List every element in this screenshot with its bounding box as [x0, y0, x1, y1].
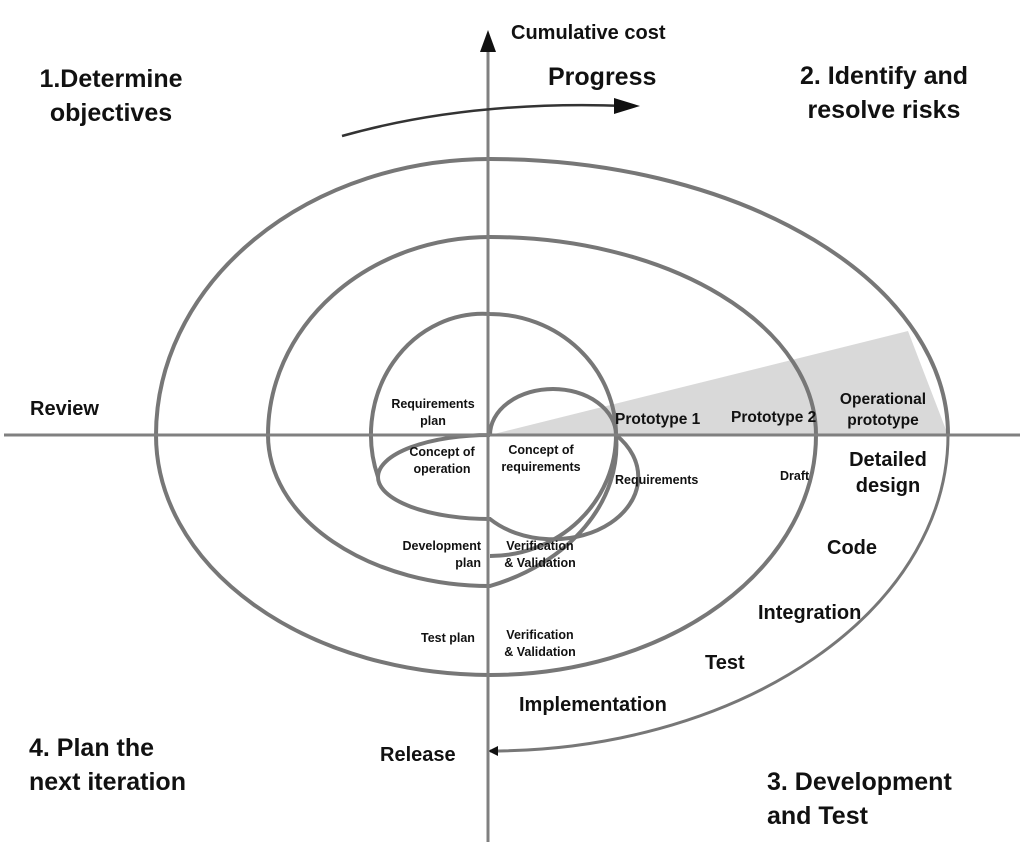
spiral-loop-2b — [153, 156, 950, 678]
quadrant-1-title: 1.Determine objectives — [39, 65, 183, 127]
progress-arrowhead — [614, 98, 640, 114]
requirements-plan-label: Requirements plan — [391, 397, 475, 428]
spiral-outer-arc — [488, 434, 950, 756]
review-label: Review — [30, 398, 99, 420]
integration-label: Integration — [758, 602, 862, 624]
concept-of-requirements-label: Concept of requirements — [501, 443, 581, 474]
implementation-label: Implementation — [519, 694, 667, 716]
concept-of-operation-label: Concept of operation — [409, 445, 475, 476]
prototype-1-label: Prototype 1 — [615, 411, 701, 428]
release-label: Release — [380, 744, 456, 766]
code-label: Code — [827, 537, 877, 559]
requirements-label: Requirements — [615, 473, 699, 487]
verification-validation-2-label: Verification & Validation — [504, 628, 576, 659]
prototype-2-label: Prototype 2 — [731, 409, 817, 426]
spiral-curve — [153, 156, 950, 756]
quadrant-2-title: 2. Identify and resolve risks — [799, 62, 969, 124]
draft-label: Draft — [780, 469, 810, 483]
test-plan-label: Test plan — [421, 631, 475, 645]
development-plan-label: Development plan — [402, 539, 482, 570]
spiral-loop-2 — [368, 311, 619, 558]
detailed-design-label: Detailed design — [849, 449, 927, 497]
quadrant-3-title: 3. Development and Test — [767, 768, 952, 830]
verification-validation-1-label: Verification & Validation — [504, 539, 576, 570]
progress-label: Progress — [548, 63, 657, 91]
quadrant-4-title: 4. Plan the next iteration — [29, 734, 186, 796]
test-label: Test — [705, 652, 745, 674]
progress-arrow — [341, 103, 627, 138]
operational-prototype-label: Operational prototype — [839, 391, 927, 429]
vertical-axis-arrowhead — [480, 30, 496, 52]
cumulative-cost-label: Cumulative cost — [511, 22, 666, 44]
